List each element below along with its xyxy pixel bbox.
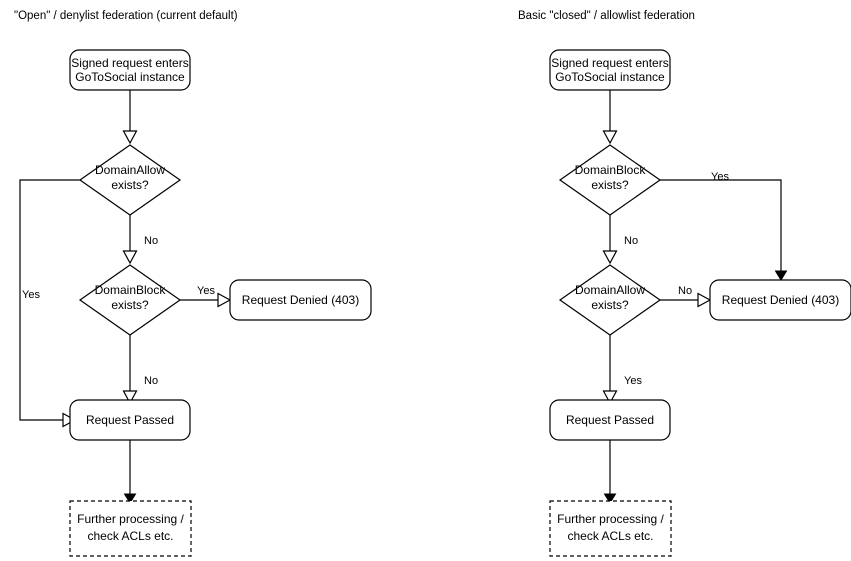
request-denied-box-shape <box>229 279 372 321</box>
further-processing-line1: Further processing / <box>557 512 664 526</box>
edge-label-domainblock-no: No <box>144 375 158 387</box>
node-further-processing-right: Further processing / check ACLs etc. <box>549 500 672 557</box>
node-decision-domainallow-left: DomainAllow exists? <box>78 144 182 216</box>
edge-domainallow-yes-right: Yes <box>602 335 642 405</box>
request-denied-label: Request Denied (403) <box>242 293 359 307</box>
arrowhead-open-icon <box>602 390 618 405</box>
node-request-passed-left: Request Passed <box>69 399 191 441</box>
node-decision-domainblock-left: DomainBlock exists? <box>78 264 182 336</box>
domainblock-line1: DomainBlock <box>95 283 167 297</box>
arrowhead-open-icon <box>602 250 618 265</box>
edge-label-domainallow-no: No <box>144 235 158 247</box>
edge-label-domainblock-yes: Yes <box>711 171 729 183</box>
edge-domainblock-no-left: No <box>122 335 158 405</box>
arrowhead-open-icon <box>122 250 138 265</box>
column-title-closed-allowlist: Basic "closed" / allowlist federation <box>518 10 695 22</box>
request-passed-label: Request Passed <box>566 413 654 427</box>
edge-passed-to-further-left <box>123 440 137 504</box>
node-entry-right: Signed request enters GoToSocial instanc… <box>549 49 671 91</box>
arrowhead-open-icon <box>62 412 77 428</box>
further-processing-line2: check ACLs etc. <box>567 529 653 543</box>
edge-label-domainblock-no: No <box>624 235 638 247</box>
edge-domainallow-no-left: No <box>122 215 158 265</box>
domainblock-line2: exists? <box>111 298 149 312</box>
request-passed-label: Request Passed <box>86 413 174 427</box>
arrowhead-open-icon <box>602 130 618 145</box>
arrowhead-filled-icon <box>774 270 788 281</box>
arrowhead-open-icon <box>697 292 712 308</box>
edge-domainallow-yes-left: Yes <box>19 179 80 428</box>
column-closed-allowlist: Basic "closed" / allowlist federation Si… <box>518 10 851 557</box>
domainallow-line2: exists? <box>591 298 629 312</box>
entry-line1: Signed request enters <box>71 56 188 70</box>
arrowhead-open-icon <box>122 390 138 405</box>
edge-label-domainblock-yes: Yes <box>197 285 215 297</box>
domainallow-line1: DomainAllow <box>95 163 165 177</box>
entry-line2: GoToSocial instance <box>555 70 665 84</box>
edge-domainallow-no-right: No <box>660 285 712 308</box>
edge-label-domainallow-no: No <box>678 285 692 297</box>
column-open-denylist: "Open" / denylist federation (current de… <box>14 10 372 557</box>
domainallow-line1: DomainAllow <box>575 283 645 297</box>
request-denied-label: Request Denied (403) <box>722 293 839 307</box>
domainblock-line1: DomainBlock <box>575 163 647 177</box>
domainallow-line2: exists? <box>111 178 149 192</box>
node-request-denied-right: Request Denied (403) <box>709 279 851 321</box>
edge-entry-to-domainblock-right <box>602 90 618 145</box>
edge-entry-to-domainallow-left <box>122 90 138 145</box>
node-decision-domainblock-right: DomainBlock exists? <box>558 144 662 216</box>
arrowhead-open-icon <box>122 130 138 145</box>
arrowhead-open-icon <box>217 292 232 308</box>
entry-line2: GoToSocial instance <box>75 70 185 84</box>
edge-domainblock-yes-left: Yes <box>180 285 232 308</box>
edge-domainblock-yes-right: Yes <box>660 171 788 281</box>
request-denied-box-shape <box>709 279 851 321</box>
further-processing-line1: Further processing / <box>77 512 184 526</box>
node-further-processing-left: Further processing / check ACLs etc. <box>69 500 192 557</box>
node-decision-domainallow-right: DomainAllow exists? <box>558 264 662 336</box>
node-request-passed-right: Request Passed <box>549 399 671 441</box>
domainblock-line2: exists? <box>591 178 629 192</box>
arrowhead-filled-icon <box>603 493 617 504</box>
edge-label-domainallow-yes: Yes <box>22 289 40 301</box>
edge-domainblock-no-right: No <box>602 215 638 265</box>
further-processing-line2: check ACLs etc. <box>87 529 173 543</box>
edge-passed-to-further-right <box>603 440 617 504</box>
node-request-denied-left: Request Denied (403) <box>229 279 372 321</box>
further-processing-box-shape <box>549 500 672 557</box>
further-processing-box-shape <box>69 500 192 557</box>
edge-label-domainallow-yes: Yes <box>624 375 642 387</box>
column-title-open-denylist: "Open" / denylist federation (current de… <box>14 10 238 22</box>
arrowhead-filled-icon <box>123 493 137 504</box>
entry-line1: Signed request enters <box>551 56 668 70</box>
node-entry-left: Signed request enters GoToSocial instanc… <box>69 49 191 91</box>
